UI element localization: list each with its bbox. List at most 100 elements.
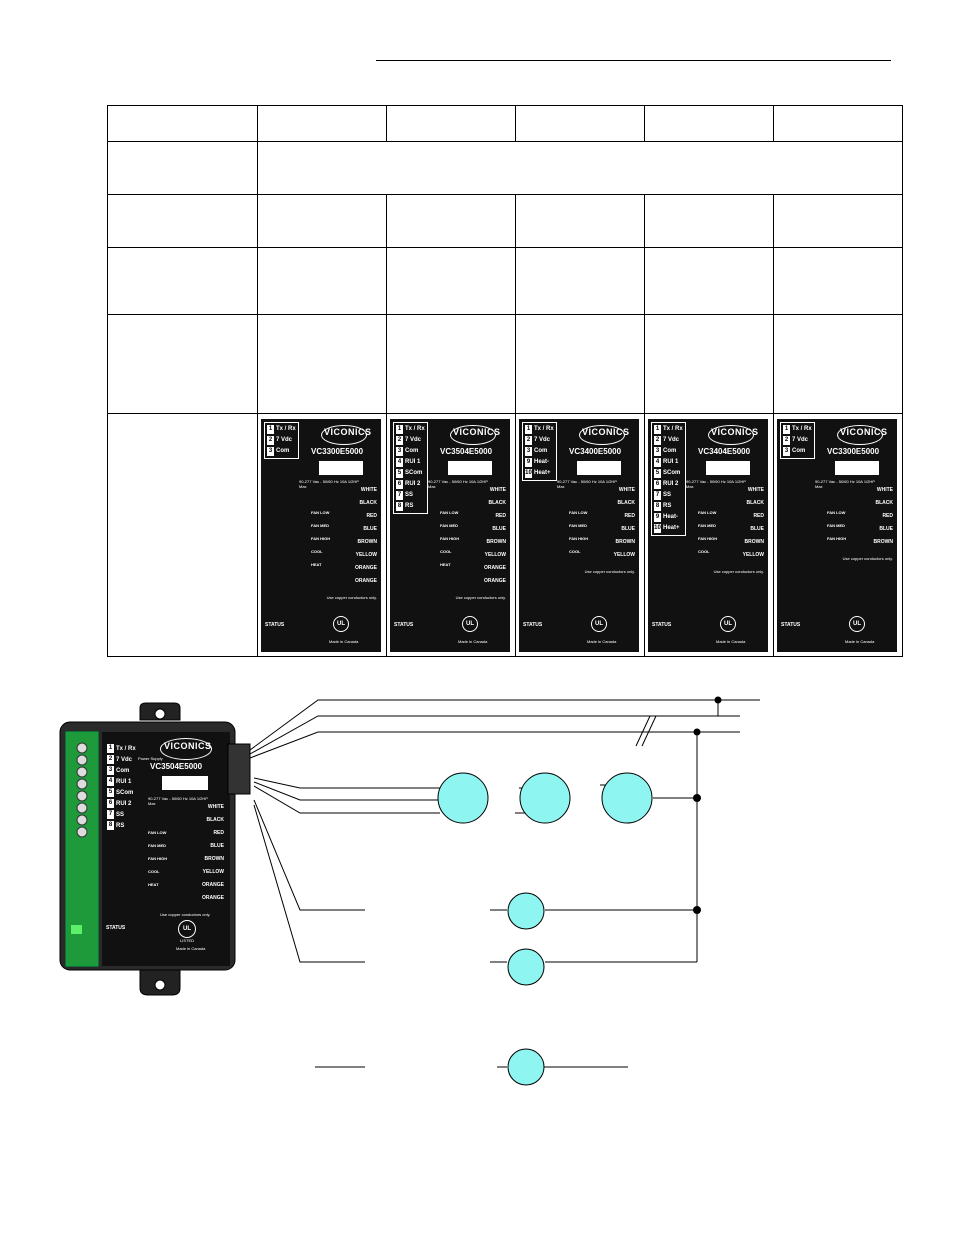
load-circle [507,948,545,986]
junction-dot [693,906,701,914]
pin-name: RUI 2 [405,481,421,487]
pin-number: 5 [396,468,403,478]
wire-color-label: YELLOW [484,551,506,558]
table-cell [773,194,903,248]
conductor-note: Use copper conductors only. [713,568,764,574]
wire-function-label: HEAT [311,561,322,567]
wire-color-label: YELLOW [355,551,377,558]
terminal-screw [76,766,88,778]
load-circle [507,1048,545,1086]
wire-color-label: WHITE [207,804,224,810]
wire-function-label: HEAT [148,882,159,887]
pin-number: 10 [654,523,661,533]
wire-function-label: FAN LOW [698,509,717,515]
wire [253,799,365,911]
wire-function-label: FAN HIGH [569,535,589,541]
pin-number: 2 [396,435,403,445]
status-label: STATUS [652,621,672,628]
wire-function-label: FAN LOW [569,509,588,515]
conductor-note: Use copper conductors only. [584,568,635,574]
table-cell [107,194,258,248]
wire-function-label: COOL [148,869,160,874]
wire-function-label: COOL [569,548,581,554]
label-blank-box [319,460,363,475]
pin-name: SCom [663,470,681,476]
model-number: VC3404E5000 [698,446,751,456]
brand-logo-ring [837,424,883,445]
wire-color-label: BLUE [363,525,377,532]
rating-text: 90-277 Vac - 50/60 Hz 10A 1/2HP Max [428,478,488,489]
brand-logo-ring [579,424,625,445]
pin-number: 3 [654,446,661,456]
pin-name: SS [405,492,414,498]
table-cell [107,413,258,657]
wire-color-label: YELLOW [202,869,224,875]
brand-logo-ring [160,738,212,760]
pin-name: RS [663,503,672,509]
pin-name: 7 Vdc [663,437,680,443]
pin-number: 7 [654,490,661,500]
wire-color-label: BLACK [617,499,636,506]
wire [249,715,740,755]
pin-name: RUI 2 [116,800,132,807]
brand-logo: VICONICS [840,426,888,437]
brand-logo-ring [450,424,496,445]
wire-color-label: WHITE [618,486,635,493]
status-label: STATUS [106,925,126,931]
fan-motor-circle [437,772,489,824]
wire-function-label: FAN HIGH [440,535,460,541]
pin-name: RS [116,822,125,829]
label-blank-box [162,776,208,790]
wire-color-label: BROWN [615,538,635,545]
wire-function-label: FAN MED [311,522,329,528]
mount-hole [154,708,166,720]
pin-number: 2 [525,435,532,445]
junction-dot [693,728,701,736]
label-blank-box [577,460,621,475]
ul-listing-mark: UL [333,615,349,632]
wire-color-label: WHITE [360,486,377,493]
brand-logo: VICONICS [453,426,501,437]
pin-number: 7 [107,810,114,819]
conduit-fitting [227,743,251,795]
conductor-note: Use copper conductors only. [160,912,211,917]
wire-color-label: BLACK [359,499,378,506]
wire-color-label: ORANGE [355,577,377,584]
pin-name: SCom [116,789,134,796]
wire-function-label: FAN MED [827,522,845,528]
wire-color-label: ORANGE [202,882,224,888]
pin-name: SS [663,492,672,498]
pin-number: 6 [107,799,114,808]
pin-name: Com [276,448,290,454]
wire-color-label: BLUE [210,843,224,849]
listed-label: LISTED [180,938,195,943]
wire-color-label: BLACK [875,499,894,506]
pin-number: 3 [525,446,532,456]
wire-function-label: FAN MED [440,522,458,528]
fan-motor-circle [601,772,653,824]
brand-logo: VICONICS [324,426,372,437]
wire [249,731,740,759]
pin-number: 4 [654,457,661,467]
pin-number: 2 [107,755,114,764]
wire-function-label: FAN LOW [148,830,167,835]
pin-name: SCom [405,470,423,476]
terminal-screw [76,742,88,754]
brand-logo: VICONICS [164,741,212,751]
wire-function-label: FAN MED [698,522,716,528]
table-cell [107,141,258,195]
